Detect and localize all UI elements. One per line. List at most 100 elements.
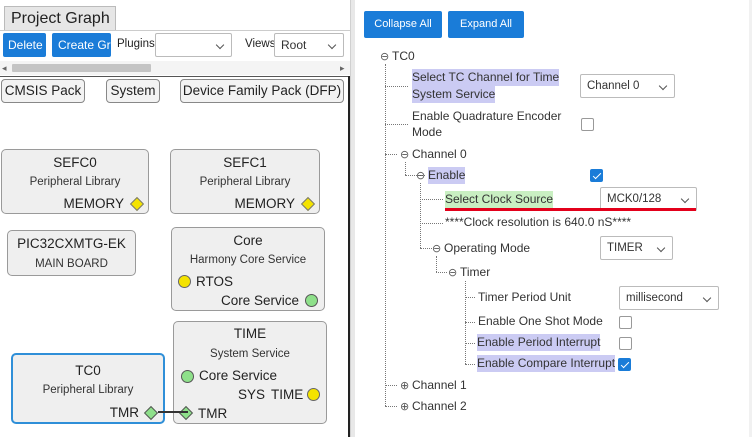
- node-subtitle: System Service: [210, 348, 290, 360]
- clock-resolution-text: ****Clock resolution is 640.0 nS****: [445, 215, 632, 229]
- collapse-all-button[interactable]: Collapse All: [364, 11, 442, 38]
- tree-node-timer[interactable]: Timer: [460, 265, 491, 279]
- clock-source-value: MCK0/128: [607, 193, 662, 205]
- tree-node-channel1[interactable]: Channel 1: [412, 378, 467, 392]
- quad-encoder-line2: Mode: [412, 125, 443, 139]
- enable-checkbox[interactable]: [590, 169, 603, 182]
- node-title: Core: [233, 233, 263, 248]
- compare-interrupt-label: Enable Compare Interrupt: [477, 355, 616, 372]
- collapse-toggle-icon[interactable]: ⊖: [380, 51, 390, 63]
- chevron-down-icon: [658, 81, 668, 91]
- scroll-right-icon[interactable]: ▸: [340, 63, 345, 73]
- panel-splitter[interactable]: [350, 0, 355, 437]
- chevron-down-icon: [656, 243, 666, 253]
- node-title: SEFC0: [53, 155, 97, 170]
- scrollbar-thumb[interactable]: [12, 64, 151, 72]
- rtos-port-icon[interactable]: [178, 275, 191, 288]
- quad-encoder-line1: Enable Quadrature Encoder: [412, 109, 562, 123]
- collapse-toggle-icon[interactable]: ⊖: [400, 149, 410, 161]
- select-clock-source-label: Select Clock Source: [445, 191, 554, 208]
- port-label-prefix: SYS: [238, 387, 266, 402]
- delete-button[interactable]: Delete: [3, 33, 46, 57]
- system-node[interactable]: System: [106, 79, 160, 103]
- node-title: TC0: [75, 363, 101, 378]
- operating-mode-value: TIMER: [607, 242, 643, 254]
- canvas-border-right: [348, 76, 350, 437]
- core-node[interactable]: Core Harmony Core Service RTOS Core Serv…: [171, 227, 325, 311]
- collapse-toggle-icon[interactable]: ⊖: [416, 170, 426, 182]
- expand-toggle-icon[interactable]: ⊕: [400, 380, 410, 392]
- tab-divider: [0, 30, 350, 31]
- timer-period-unit-dropdown[interactable]: millisecond: [619, 286, 719, 310]
- tree-connector: [420, 223, 443, 224]
- chevron-down-icon: [680, 194, 690, 204]
- collapse-toggle-icon[interactable]: ⊖: [448, 267, 458, 279]
- select-channel-label: Select TC Channel for Time: [412, 69, 560, 86]
- horizontal-scrollbar[interactable]: ◂ ▸: [0, 61, 350, 75]
- core-service-port-icon[interactable]: [305, 294, 318, 307]
- scroll-left-icon[interactable]: ◂: [2, 63, 7, 73]
- compare-interrupt-checkbox[interactable]: [618, 358, 631, 371]
- expand-toggle-icon[interactable]: ⊕: [400, 401, 410, 413]
- one-shot-mode-label: Enable One Shot Mode: [478, 314, 603, 328]
- node-subtitle: Harmony Core Service: [189, 254, 307, 266]
- node-title: PIC32CXMTG-EK: [17, 236, 126, 251]
- one-shot-mode-checkbox[interactable]: [619, 316, 632, 329]
- timer-period-unit-value: millisecond: [626, 292, 683, 304]
- memory-port-icon[interactable]: [300, 196, 316, 212]
- expand-all-button[interactable]: Expand All: [448, 11, 524, 38]
- node-subtitle: MAIN BOARD: [35, 258, 108, 270]
- plugins-label: Plugins:: [117, 38, 158, 50]
- tree-node-channel2[interactable]: Channel 2: [412, 399, 467, 413]
- tc0-node[interactable]: TC0 Peripheral Library TMR: [11, 353, 165, 424]
- project-graph-panel: Project Graph Delete Create Gro Plugins:…: [0, 0, 350, 437]
- node-subtitle: Peripheral Library: [29, 176, 121, 188]
- sefc0-node[interactable]: SEFC0 Peripheral Library MEMORY: [1, 149, 149, 214]
- tree-node-channel0[interactable]: Channel 0: [412, 147, 467, 161]
- configuration-panel: Collapse All Expand All ⊖ TC0 Select TC …: [350, 0, 752, 437]
- cmsis-pack-node[interactable]: CMSIS Pack: [1, 79, 85, 103]
- clock-source-dropdown[interactable]: MCK0/128: [600, 187, 697, 211]
- node-subtitle: Peripheral Library: [42, 384, 134, 396]
- tree-connector: [465, 297, 475, 298]
- tmr-connection-line: [158, 411, 188, 413]
- canvas-border: [0, 76, 350, 77]
- tree-connector: [465, 322, 475, 323]
- create-group-button[interactable]: Create Gro: [52, 33, 111, 57]
- port-label: TMR: [198, 406, 228, 421]
- collapse-toggle-icon[interactable]: ⊖: [432, 243, 442, 255]
- views-select-value: Root: [281, 38, 307, 52]
- project-graph-tab[interactable]: Project Graph: [4, 6, 116, 30]
- vertical-scrollbar[interactable]: [749, 0, 752, 437]
- tree-connector: [385, 64, 386, 406]
- sefc1-node[interactable]: SEFC1 Peripheral Library MEMORY: [170, 149, 320, 214]
- tmr-port-icon[interactable]: [178, 405, 194, 421]
- select-channel-line2: System Service: [412, 87, 496, 101]
- select-channel-dropdown[interactable]: Channel 0: [580, 74, 675, 98]
- period-interrupt-checkbox[interactable]: [619, 337, 632, 350]
- plugins-select[interactable]: [155, 33, 232, 57]
- tree-connector: [405, 162, 406, 175]
- select-channel-value: Channel 0: [587, 80, 640, 92]
- board-node[interactable]: PIC32CXMTG-EK MAIN BOARD: [7, 230, 136, 276]
- views-label: Views:: [245, 38, 279, 50]
- chevron-down-icon: [327, 40, 337, 50]
- tree-node-tc0[interactable]: TC0: [392, 49, 415, 63]
- core-service-port-icon[interactable]: [181, 370, 194, 383]
- operating-mode-dropdown[interactable]: TIMER: [600, 236, 673, 260]
- operating-mode-label[interactable]: Operating Mode: [444, 241, 531, 255]
- dfp-node[interactable]: Device Family Pack (DFP): [180, 79, 344, 103]
- enable-label: Enable: [428, 167, 466, 184]
- tree-connector: [385, 406, 397, 407]
- memory-port-icon[interactable]: [129, 196, 145, 212]
- tree-connector: [436, 272, 447, 273]
- period-interrupt-label: Enable Period Interrupt: [477, 334, 601, 351]
- tree-connector: [420, 248, 432, 249]
- tmr-port-icon[interactable]: [143, 405, 159, 421]
- tree-connector: [465, 343, 475, 344]
- time-port-icon[interactable]: [307, 388, 320, 401]
- red-annotation-underline: [445, 208, 696, 211]
- quad-encoder-checkbox[interactable]: [581, 118, 594, 131]
- views-select[interactable]: Root: [274, 33, 344, 57]
- time-node[interactable]: TIME System Service Core Service SYS TIM…: [173, 321, 327, 424]
